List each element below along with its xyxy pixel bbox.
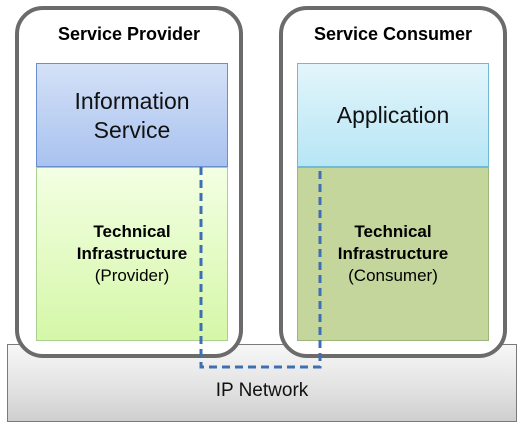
application-box [297,63,489,167]
consumer-infra-line2: Infrastructure [337,244,449,263]
ip-network-label: IP Network [215,380,309,401]
provider-infra-line1: Technical [93,222,171,241]
consumer-infra-line1: Technical [354,222,432,241]
consumer-infrastructure-label: Technical Infrastructure (Consumer) [297,221,489,287]
provider-infra-line2: Infrastructure [76,244,188,263]
provider-infra-line3: (Provider) [94,266,170,285]
information-service-box [36,63,228,167]
service-consumer-title: Service Consumer [313,24,473,44]
service-provider-title: Service Provider [57,24,201,44]
consumer-infra-line3: (Consumer) [348,266,438,285]
information-service-label: Information Service [36,87,228,145]
information-service-line1: Information [74,88,190,114]
provider-infrastructure-label: Technical Infrastructure (Provider) [36,221,228,287]
information-service-line2: Service [93,117,171,143]
provider-infrastructure-box [36,167,228,341]
application-label: Application [336,102,450,128]
